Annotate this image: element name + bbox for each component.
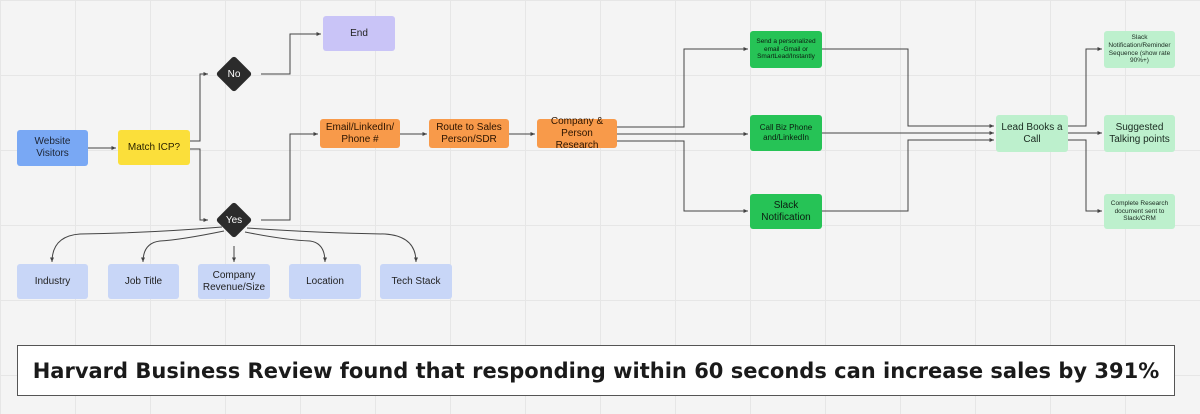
node-complete-research[interactable]: Complete Research document sent to Slack… [1104, 194, 1175, 229]
criteria-industry[interactable]: Industry [17, 264, 88, 299]
node-label: Suggested Talking points [1109, 121, 1170, 145]
node-send-email[interactable]: Send a personalized email -Gmail or Smar… [750, 31, 822, 68]
edge-yes-to-techstack [246, 227, 418, 263]
edge-icp-to-no [190, 72, 208, 142]
edge-lead-to-reminder [1068, 47, 1102, 127]
node-label: Slack Notification [761, 199, 811, 223]
criteria-company-revenue[interactable]: Company Revenue/Size [198, 264, 270, 299]
node-label: Lead Books a Call [1001, 121, 1063, 145]
edge-no-to-end [261, 32, 321, 75]
decision-no-label: No [227, 68, 241, 80]
node-slack-reminder[interactable]: Slack Notification/Reminder Sequence (sh… [1104, 31, 1175, 68]
node-label: Tech Stack [391, 275, 441, 287]
node-label: End [350, 27, 368, 39]
edge-icp-to-yes [190, 148, 208, 222]
edge-send-to-lead [822, 48, 994, 128]
node-label: Call Biz Phone and/LinkedIn [759, 123, 813, 142]
node-label: Website Visitors [34, 136, 71, 159]
node-label: Email/LinkedIn/ Phone # [325, 121, 395, 145]
node-label: Company Revenue/Size [202, 269, 266, 293]
edge-lead-to-complete [1068, 139, 1102, 213]
node-label: Location [306, 275, 344, 287]
node-website-visitors[interactable]: Website Visitors [17, 130, 88, 166]
decision-yes-label: Yes [225, 214, 243, 226]
node-label: Send a personalized email -Gmail or Smar… [756, 37, 816, 61]
node-label: Slack Notification/Reminder Sequence (sh… [1108, 33, 1171, 65]
node-label: Complete Research document sent to Slack… [1110, 199, 1169, 223]
edge-yes-to-jobtitle [141, 230, 225, 263]
node-label: Job Title [124, 275, 163, 287]
node-route-sales[interactable]: Route to Sales Person/SDR [429, 119, 509, 148]
edge-research-to-slack [617, 140, 748, 213]
edge-yes-to-email [261, 132, 318, 221]
edge-yes-to-industry [50, 226, 223, 263]
node-label: Match ICP? [127, 141, 181, 153]
node-email-linkedin[interactable]: Email/LinkedIn/ Phone # [320, 119, 400, 148]
node-suggested-points[interactable]: Suggested Talking points [1104, 115, 1175, 152]
node-label: Industry [34, 275, 71, 287]
criteria-location[interactable]: Location [289, 264, 361, 299]
edge-yes-to-location [244, 231, 327, 263]
node-company-research[interactable]: Company & Person Research [537, 116, 617, 151]
node-label: Route to Sales Person/SDR [436, 121, 502, 145]
banner-statistic: Harvard Business Review found that respo… [17, 345, 1175, 396]
node-call-biz[interactable]: Call Biz Phone and/LinkedIn [750, 115, 822, 151]
node-lead-books-call[interactable]: Lead Books a Call [996, 115, 1068, 152]
edge-research-to-send [617, 47, 748, 128]
node-slack-notification[interactable]: Slack Notification [750, 194, 822, 229]
criteria-job-title[interactable]: Job Title [108, 264, 179, 299]
node-label: Company & Person Research [550, 115, 604, 151]
criteria-tech-stack[interactable]: Tech Stack [380, 264, 452, 299]
node-end[interactable]: End [323, 16, 395, 51]
edge-slack-to-lead [822, 138, 994, 212]
node-match-icp[interactable]: Match ICP? [118, 130, 190, 165]
